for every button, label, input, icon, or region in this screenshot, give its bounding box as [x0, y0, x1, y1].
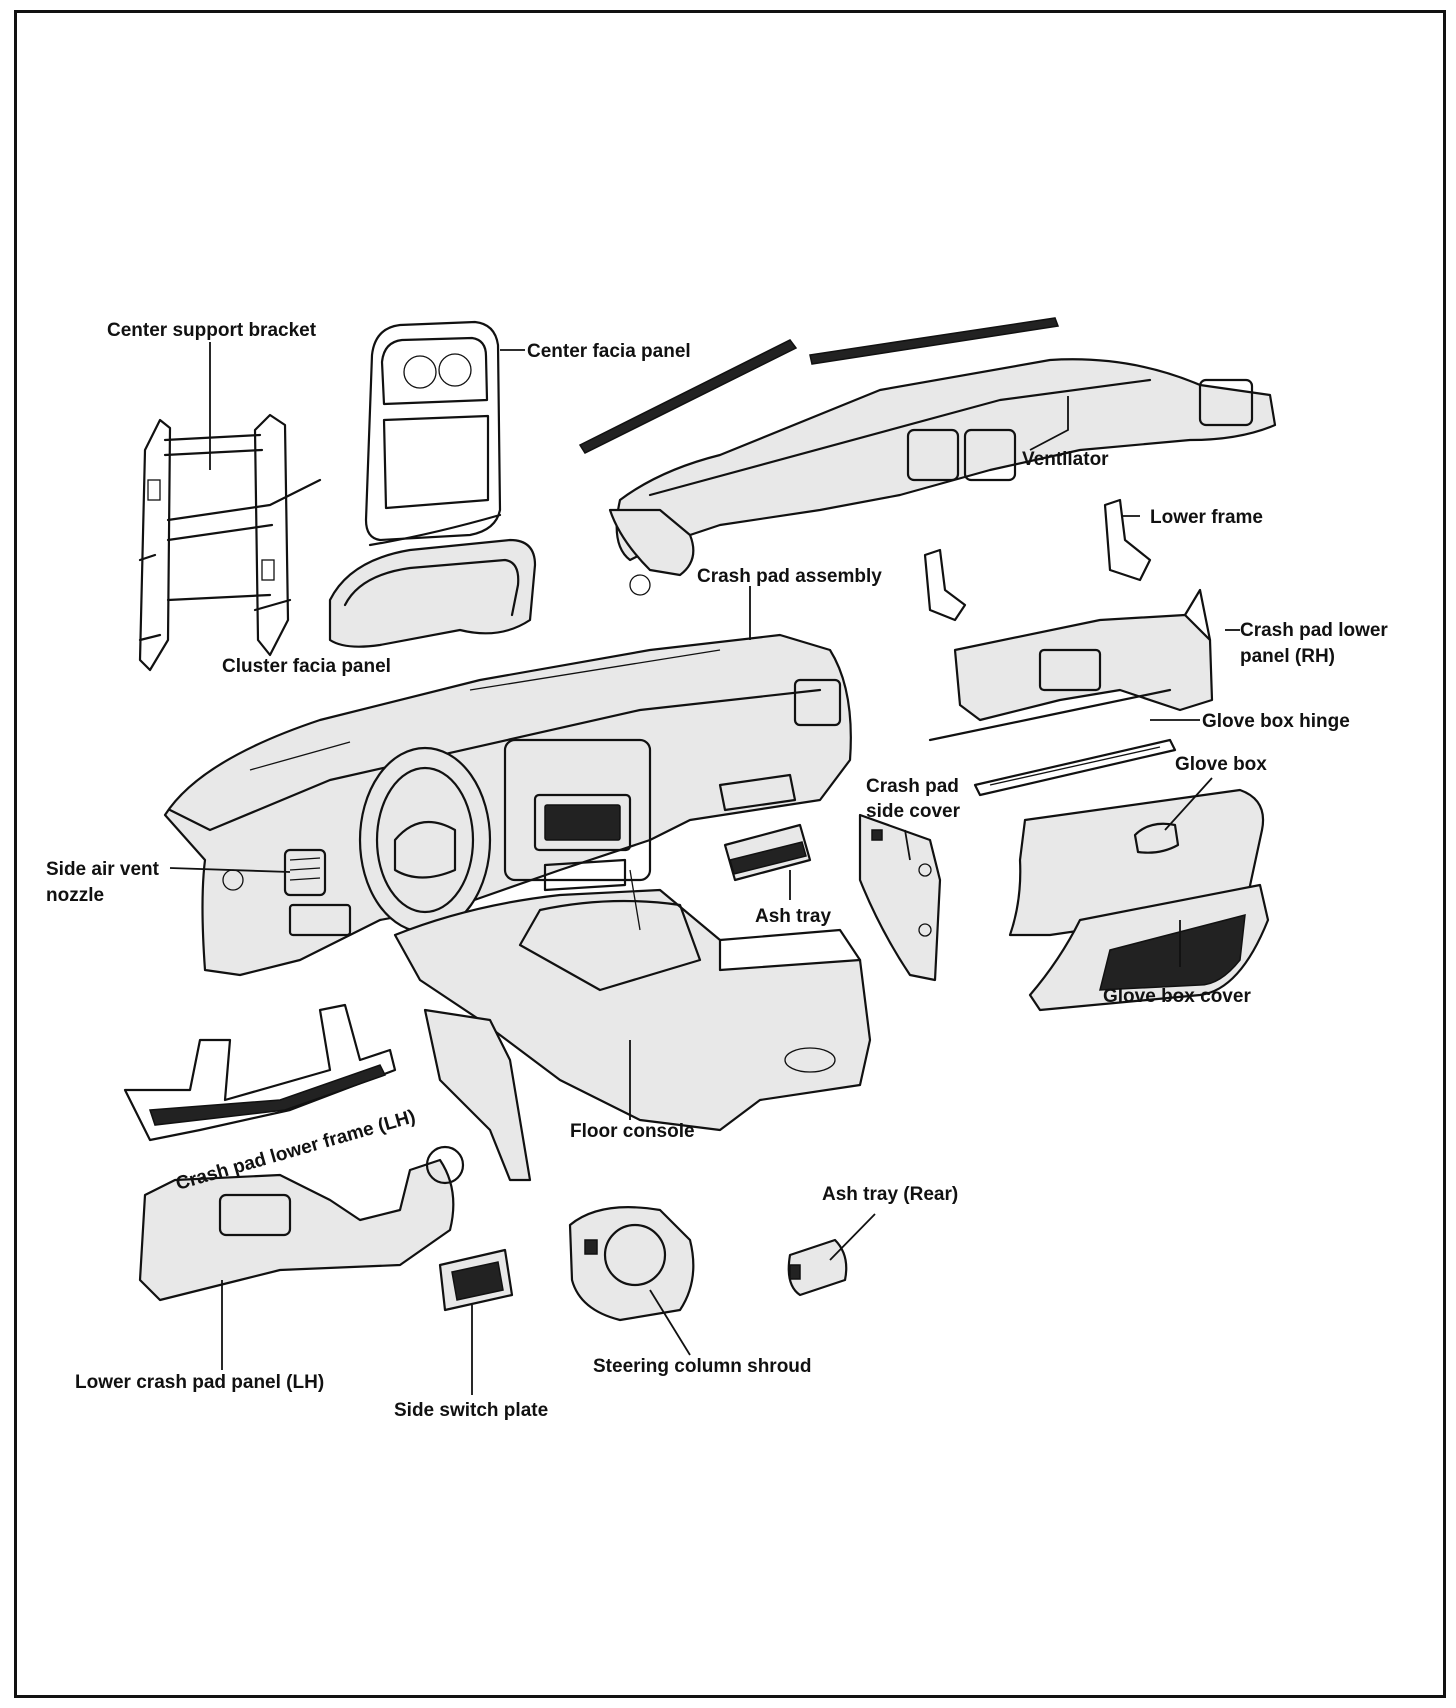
- leader-lines: [169, 342, 1240, 1395]
- label-floor-console: Floor console: [570, 1121, 695, 1142]
- label-cluster-facia-panel: Cluster facia panel: [222, 656, 391, 677]
- label-ash-tray-rear: Ash tray (Rear): [822, 1184, 958, 1205]
- center-support-bracket-part: [138, 413, 322, 672]
- steering-column-shroud-part: [568, 1206, 695, 1322]
- center-facia-panel-part: [364, 320, 502, 547]
- label-glove-box-cover: Glove box cover: [1103, 986, 1251, 1007]
- console-side-panel-part: [423, 1008, 532, 1182]
- glove-box-cover-part: [1028, 883, 1270, 1012]
- crash-pad-lower-frame-lh-part: [123, 1003, 397, 1142]
- label-crash-pad-side-cover-2: side cover: [866, 801, 961, 822]
- label-glove-box: Glove box: [1175, 754, 1267, 775]
- lower-frame-part: [923, 498, 1152, 622]
- label-side-air-vent-nozzle-2: nozzle: [46, 885, 104, 906]
- diagram-frame: [14, 10, 1446, 1698]
- label-lower-frame: Lower frame: [1150, 507, 1263, 528]
- label-crash-pad-side-cover-1: Crash pad: [866, 776, 959, 797]
- ventilator-part: [578, 317, 1277, 596]
- floor-console-part: [393, 869, 872, 1132]
- label-crash-pad-lower-frame-lh: Crash pad lower frame (LH): [174, 1106, 418, 1195]
- label-center-support-bracket: Center support bracket: [107, 320, 317, 341]
- label-side-air-vent-nozzle-1: Side air vent: [46, 859, 160, 880]
- ash-tray-rear-part: [787, 1238, 848, 1297]
- label-glove-box-hinge: Glove box hinge: [1202, 711, 1350, 732]
- lower-crash-pad-panel-lh-part: [138, 1145, 465, 1302]
- label-crash-pad-lower-panel-rh-1: Crash pad lower: [1240, 620, 1388, 641]
- label-crash-pad-assembly: Crash pad assembly: [697, 566, 882, 587]
- glove-box-hinge-part: [973, 738, 1177, 797]
- crash-pad-assembly-part: [163, 633, 852, 977]
- cluster-facia-panel-part: [328, 538, 537, 648]
- label-crash-pad-lower-panel-rh-2: panel (RH): [1240, 646, 1335, 667]
- ash-tray-part: [723, 823, 812, 882]
- label-lower-crash-pad-panel-lh: Lower crash pad panel (LH): [75, 1372, 324, 1393]
- label-ventilator: Ventilator: [1022, 449, 1109, 470]
- label-ash-tray: Ash tray: [755, 906, 831, 927]
- label-side-switch-plate: Side switch plate: [394, 1400, 548, 1421]
- label-center-facia-panel: Center facia panel: [527, 341, 691, 362]
- side-switch-plate-part: [438, 1248, 514, 1312]
- label-steering-column-shroud: Steering column shroud: [593, 1356, 812, 1377]
- crash-pad-lower-panel-rh-part: [928, 588, 1214, 742]
- crash-pad-side-cover-part: [858, 813, 942, 982]
